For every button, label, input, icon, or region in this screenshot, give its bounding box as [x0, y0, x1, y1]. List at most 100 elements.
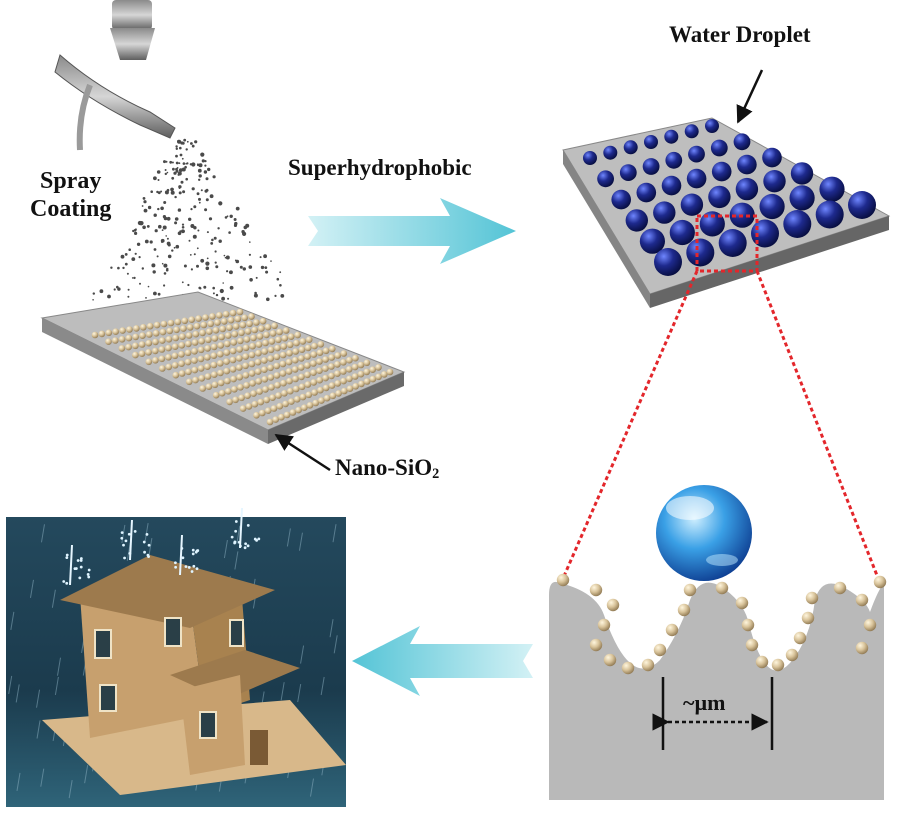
splash-drop — [87, 568, 91, 572]
nano-particle — [198, 375, 206, 382]
spray-dot — [134, 228, 137, 231]
nano-particle — [200, 321, 208, 329]
spray-dot — [186, 140, 189, 143]
nano-particle — [279, 360, 287, 368]
spray-dot — [175, 167, 178, 171]
nano-particle — [276, 328, 283, 336]
nano-particle — [261, 348, 269, 355]
splash-drop — [79, 565, 83, 569]
nano-particle — [212, 391, 220, 399]
water-droplet — [751, 219, 779, 248]
nano-particle — [255, 349, 262, 357]
spray-dot — [188, 239, 191, 242]
splash-drop — [181, 556, 185, 560]
nano-particle — [267, 355, 275, 362]
nano-particle — [292, 356, 299, 364]
nano-particle — [271, 322, 278, 330]
spray-dot — [193, 205, 197, 209]
nano-particle — [125, 334, 133, 342]
spray-dot — [175, 147, 178, 150]
nano-particle — [281, 335, 289, 342]
nano-particle — [328, 372, 335, 380]
nano-particle — [214, 319, 221, 326]
nano-particle — [292, 348, 300, 355]
nano-particle — [236, 373, 243, 381]
spray-dot — [162, 215, 166, 219]
splash-drop — [187, 566, 191, 569]
nano-particle — [125, 343, 132, 351]
nano-particle — [323, 394, 331, 402]
spray-dot — [122, 266, 125, 270]
spray-dot — [209, 194, 214, 199]
nano-particle — [280, 343, 288, 350]
nano-particle — [166, 327, 174, 335]
nano-particle — [281, 390, 288, 397]
nano-particle — [261, 357, 268, 364]
nano-particle — [250, 334, 257, 342]
surface-particle — [641, 658, 655, 672]
rain-streak — [144, 523, 149, 542]
water-droplet — [815, 200, 844, 229]
nano-particle — [316, 376, 324, 384]
nano-particle — [171, 352, 179, 360]
spray-dot — [249, 241, 251, 243]
spray-dot — [160, 190, 163, 193]
rain-streak — [40, 768, 45, 787]
rain-streak — [280, 682, 285, 701]
nano-particle — [91, 331, 99, 339]
spray-dot — [234, 225, 237, 227]
nano-particle — [363, 359, 371, 367]
spray-dot — [191, 187, 195, 191]
water-droplet — [759, 193, 785, 220]
spray-dot — [141, 267, 144, 270]
rain-streak — [223, 539, 228, 559]
nano-particle — [340, 377, 347, 385]
spray-dot — [190, 268, 193, 271]
nano-particle — [254, 368, 262, 375]
surface-particle — [855, 641, 869, 655]
nano-particle — [241, 314, 248, 322]
spray-dot — [157, 191, 161, 195]
spray-dot — [157, 207, 160, 211]
water-droplet — [644, 135, 658, 149]
nano-particle — [272, 416, 280, 423]
nano-particle — [146, 331, 153, 338]
nano-particle — [185, 378, 193, 386]
nano-particle — [211, 335, 219, 342]
spray-dot — [156, 170, 161, 174]
water-pointer-arrow — [736, 69, 764, 124]
nano-particle — [202, 314, 209, 321]
nano-particle — [185, 340, 192, 348]
spray-dot — [126, 272, 129, 275]
spray-dot — [161, 241, 163, 243]
nano-particle — [269, 330, 277, 337]
nano-particle — [293, 396, 301, 403]
nano-particle — [132, 342, 139, 350]
nano-particle — [263, 331, 270, 339]
nano-particle — [204, 354, 211, 361]
spray-dot — [177, 231, 182, 236]
spray-dot — [192, 234, 197, 239]
spray-dot — [143, 200, 147, 204]
nano-particle — [223, 349, 231, 356]
nano-particle — [334, 380, 342, 387]
label-scale: ~µm — [683, 690, 726, 715]
spray-dot — [136, 242, 141, 246]
splash-drop — [120, 536, 124, 540]
spray-dot — [171, 249, 174, 252]
spray-dot — [187, 283, 190, 287]
spray-dot — [181, 167, 186, 172]
nano-particle — [304, 344, 312, 352]
nano-particle — [172, 371, 180, 379]
nano-particle — [152, 338, 159, 346]
spray-dot — [152, 270, 156, 274]
spray-dot — [175, 154, 178, 158]
water-droplet — [686, 238, 715, 267]
spray-dot — [201, 159, 205, 163]
spray-dot — [270, 260, 272, 262]
spray-dot — [177, 208, 182, 212]
spray-dot — [110, 266, 113, 269]
surface-particle — [735, 596, 749, 610]
nano-particle — [227, 316, 235, 324]
